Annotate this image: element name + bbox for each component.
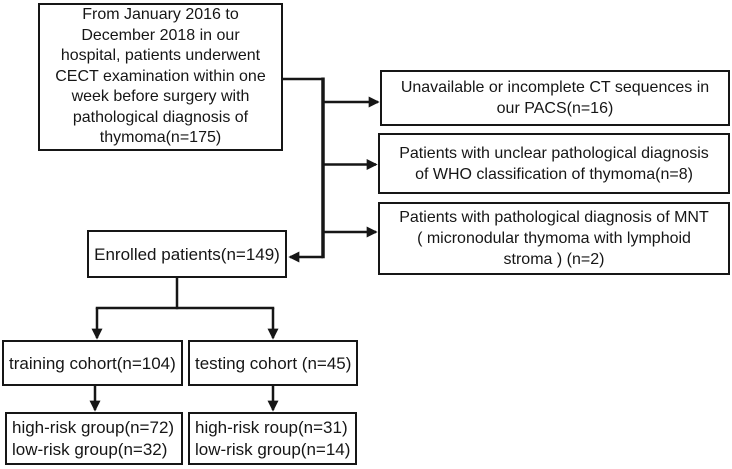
- testing-cohort-text: testing cohort (n=45): [195, 353, 352, 373]
- box-enrolled-patients: Enrolled patients(n=149): [87, 230, 287, 278]
- box-exclusion-unclear-diagnosis: Patients with unclear pathological diagn…: [378, 133, 730, 194]
- box-exclusion-ct-sequences: Unavailable or incomplete CT sequences i…: [380, 70, 730, 126]
- box-training-risk-groups: high-risk group(n=72) low-risk group(n=3…: [5, 412, 183, 465]
- box-testing-cohort: testing cohort (n=45): [188, 340, 358, 386]
- testing-risk-groups-text: high-risk roup(n=31) low-risk group(n=14…: [195, 417, 351, 459]
- box-exclusion-mnt: Patients with pathological diagnosis of …: [378, 202, 730, 275]
- exclusion-ct-sequences-text: Unavailable or incomplete CT sequences i…: [400, 79, 710, 117]
- training-cohort-text: training cohort(n=104): [9, 353, 176, 373]
- box-testing-risk-groups: high-risk roup(n=31) low-risk group(n=14…: [188, 412, 357, 465]
- training-risk-groups-text: high-risk group(n=72) low-risk group(n=3…: [12, 417, 175, 459]
- source-patients-text: From January 2016 to December 2018 in ou…: [55, 6, 266, 147]
- box-source-patients: From January 2016 to December 2018 in ou…: [38, 3, 283, 151]
- exclusion-unclear-diagnosis-text: Patients with unclear pathological diagn…: [399, 144, 709, 183]
- enrolled-patients-text: Enrolled patients(n=149): [94, 244, 280, 264]
- exclusion-mnt-text: Patients with pathological diagnosis of …: [399, 209, 709, 268]
- box-training-cohort: training cohort(n=104): [2, 340, 183, 386]
